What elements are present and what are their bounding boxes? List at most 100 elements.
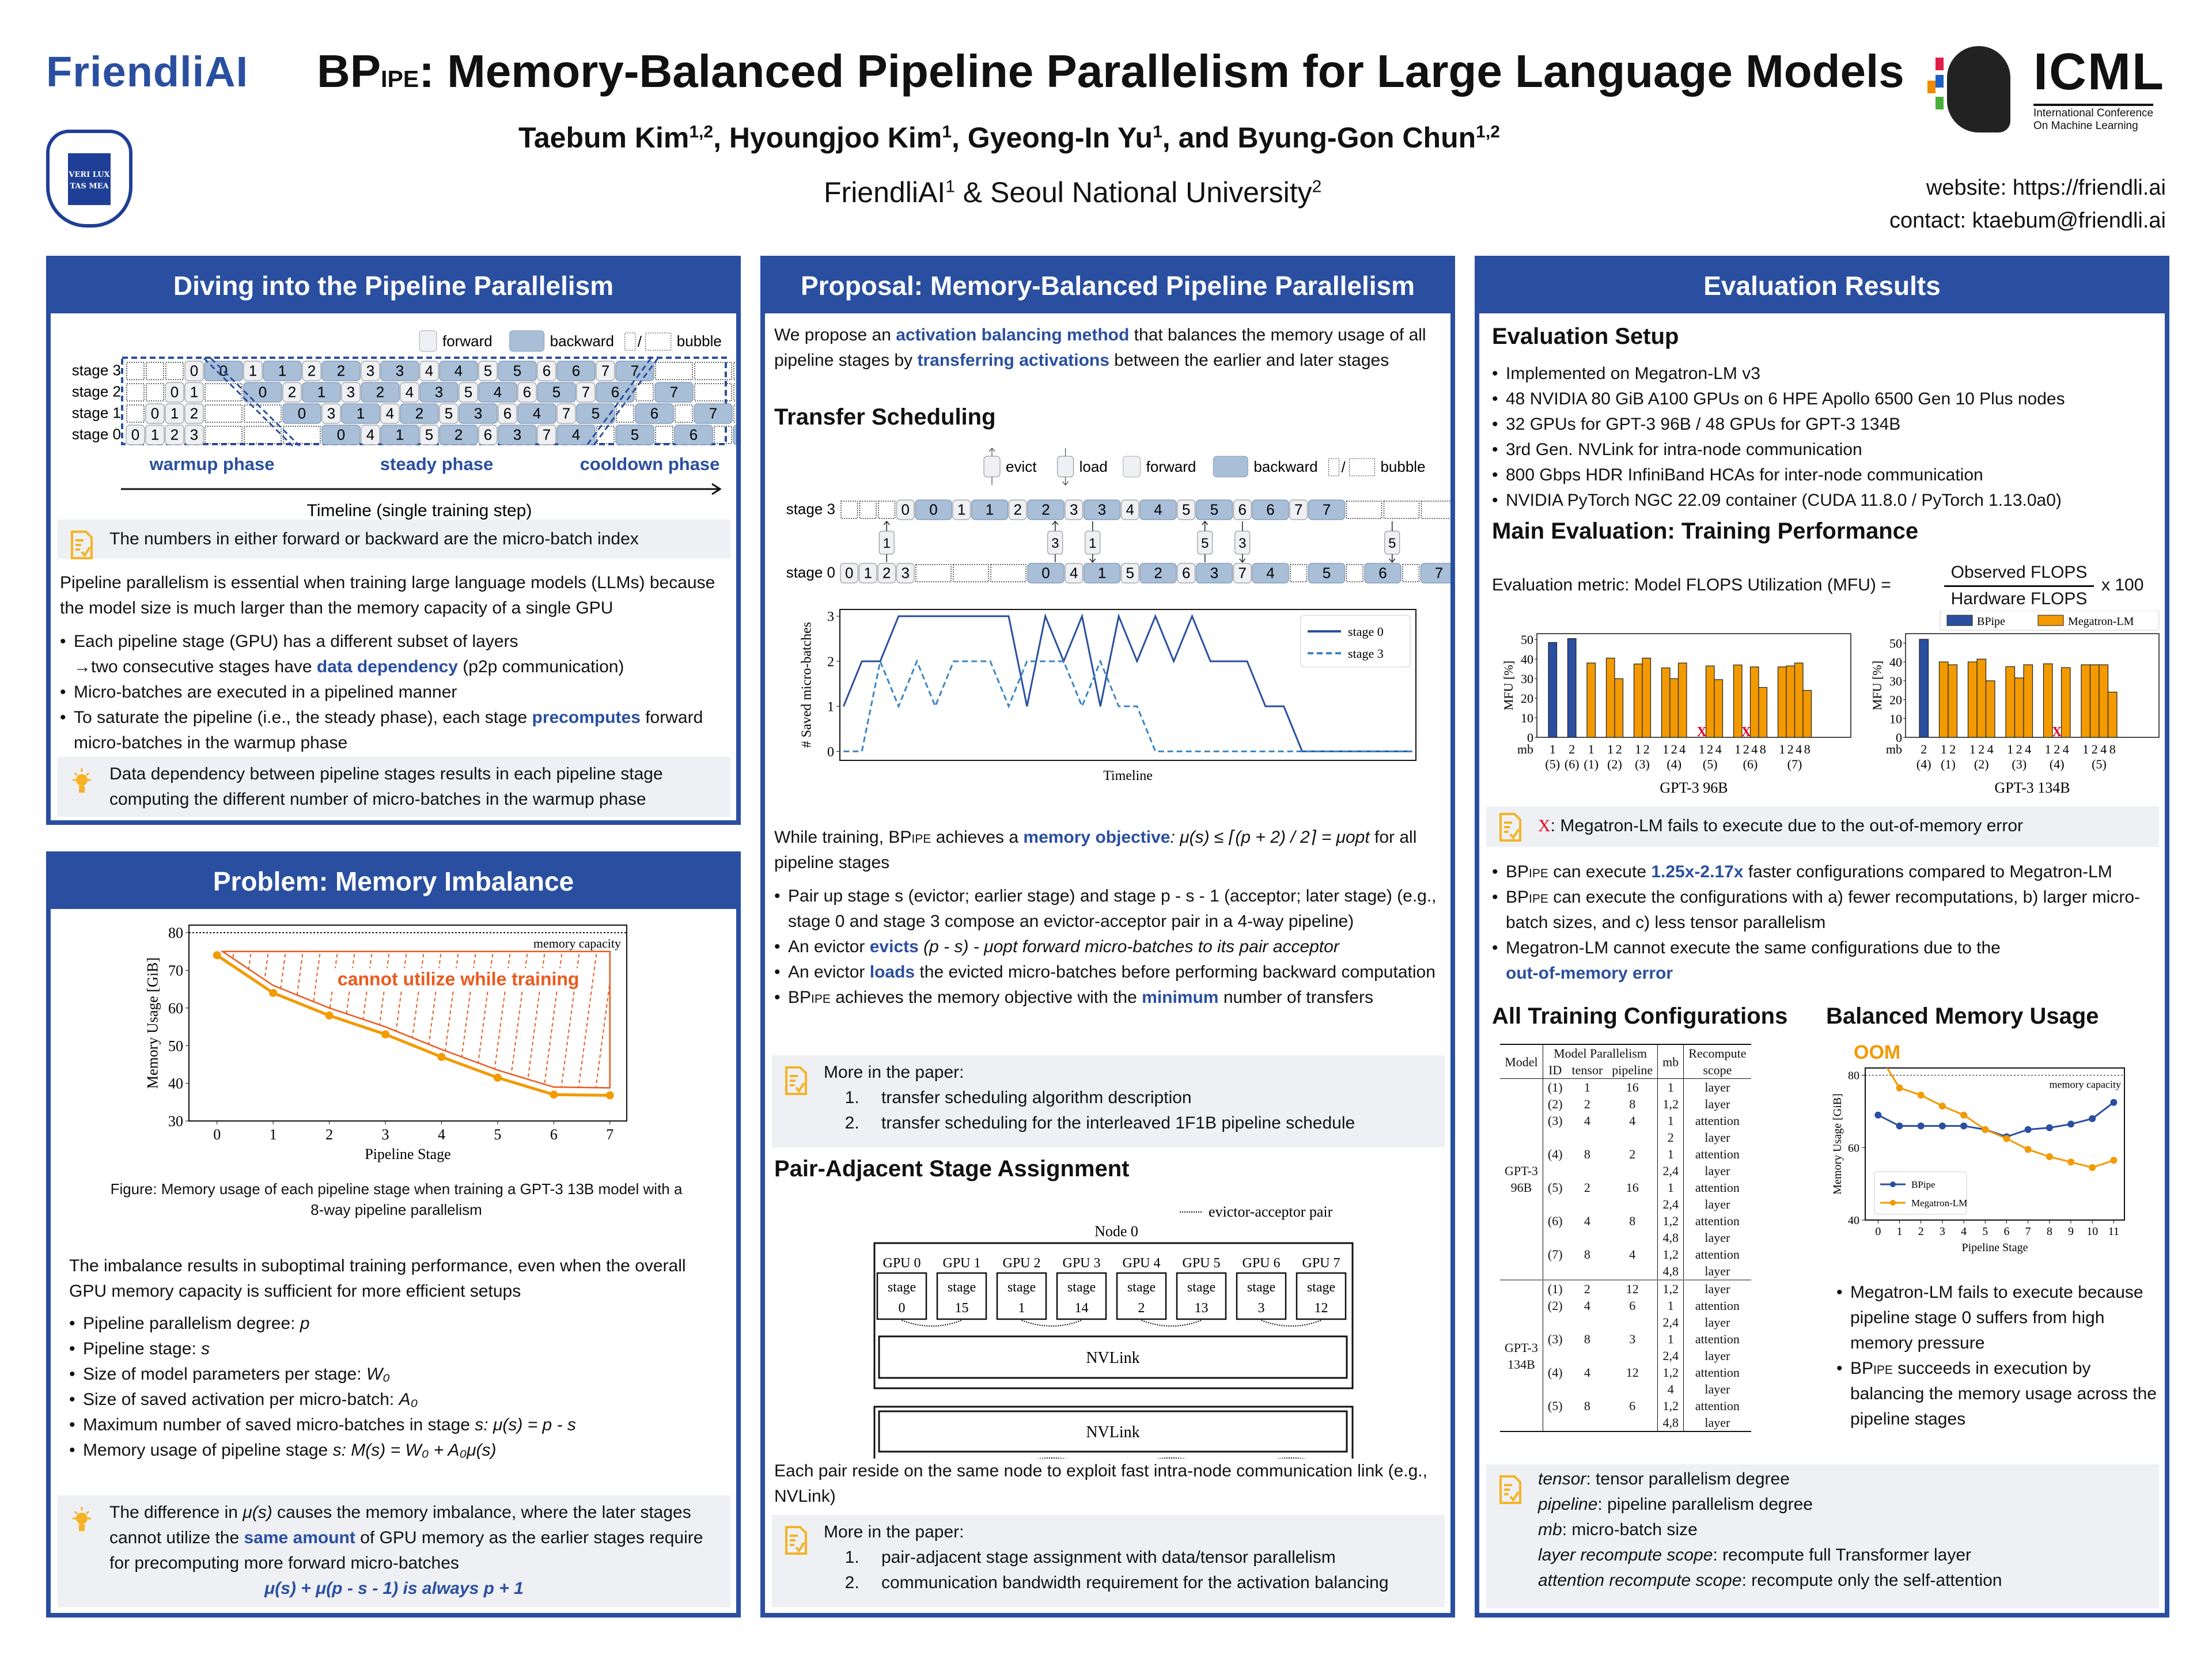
y-axis-label: MFU [%] <box>1501 661 1516 710</box>
legend-bpipe: BPipe <box>1977 615 2005 628</box>
stage-box <box>996 1272 1047 1320</box>
legend-bubble-swatch <box>1349 458 1375 476</box>
microbatch-index: 6 <box>690 426 698 444</box>
setup-item: 800 Gbps HDR InfiniBand HCAs for inter-n… <box>1492 463 2160 488</box>
microbatch-index: 4 <box>1154 501 1162 518</box>
microbatch-index: 5 <box>1126 565 1134 582</box>
backward-cell <box>1027 499 1065 520</box>
tip-text: The difference in μ(s) causes the memory… <box>109 1503 703 1573</box>
hatch-line <box>279 951 304 1089</box>
pair-text: Each pair reside on the same node to exp… <box>774 1461 1427 1506</box>
bubble-cell <box>1402 564 1420 582</box>
table-cell: (5) <box>1547 1180 1563 1195</box>
mb-tick: 1 <box>1662 742 1669 756</box>
legend-evict-swatch <box>983 456 1001 478</box>
table-cell: attention <box>1695 1247 1740 1262</box>
bubble-cell <box>204 404 243 423</box>
table-cell <box>1567 1414 1608 1431</box>
evict-arrow-icon <box>988 448 995 452</box>
checklist-icon <box>1499 1475 1521 1504</box>
contact-email[interactable]: contact: ktaebum@friendli.ai <box>1889 209 2166 233</box>
backward-cell <box>596 382 635 403</box>
forward-cell <box>1289 499 1308 520</box>
stage-word: stage <box>1247 1280 1275 1295</box>
mb-tick: 2 <box>1707 742 1713 756</box>
microbatch-index: 5 <box>513 362 521 380</box>
table-cell: (3) <box>1547 1332 1563 1346</box>
oom-note-callout: X: Megatron-LM fails to execute due to t… <box>1486 806 2159 847</box>
oom-mark: X <box>1538 816 1551 835</box>
mb-tick: 1 <box>1969 742 1976 756</box>
hatch-line <box>245 951 270 1089</box>
forward-cell <box>1177 499 1196 520</box>
chart-title: GPT-3 96B <box>1660 779 1728 796</box>
bullet-item: Maximum number of saved micro-batches in… <box>69 1412 720 1438</box>
stage-box <box>1056 1272 1107 1320</box>
backward-cell <box>321 361 361 381</box>
evict-arrow-icon <box>1052 520 1059 525</box>
table-cell: layer <box>1705 1349 1730 1363</box>
data-point <box>1982 1126 1989 1133</box>
mb-tick: 2 <box>1616 742 1622 756</box>
y-tick-label: 30 <box>1521 672 1533 686</box>
mb-tick: 4 <box>2100 742 2107 756</box>
microbatch-index: 1 <box>396 426 404 444</box>
table-cell <box>1543 1381 1567 1397</box>
microbatch-index: 3 <box>190 426 198 444</box>
bubble-cell <box>859 501 877 519</box>
mb-tick: 2 <box>1643 742 1650 756</box>
bullet-item: BPipe can execute 1.25x-2.17x faster con… <box>1492 859 2166 885</box>
table-cell: 4,8 <box>1657 1414 1684 1431</box>
hatch-line <box>222 951 235 1089</box>
tip-callout: Data dependency between pipeline stages … <box>58 757 730 817</box>
data-point <box>2089 1164 2096 1171</box>
bullet-item: BPipe succeeds in execution by balancing… <box>1836 1356 2159 1432</box>
forward-cell <box>341 382 361 403</box>
y-tick-label: 50 <box>168 1037 183 1054</box>
megatron-bar <box>1786 665 1796 738</box>
timeline-label: Timeline (single training step) <box>307 501 532 520</box>
microbatch-index: 4 <box>454 362 463 380</box>
oom-label: OOM <box>1854 1041 1900 1063</box>
y-tick-label: 60 <box>168 1000 183 1017</box>
table-cell: attention <box>1695 1147 1740 1161</box>
table-cell <box>1607 1196 1658 1213</box>
legend-slash: / <box>1341 459 1346 476</box>
forward-cell <box>896 499 915 520</box>
stage-box <box>1116 1272 1167 1320</box>
more-in-paper-callout: More in the paper: transfer scheduling a… <box>772 1055 1445 1147</box>
table-cell: 8 <box>1584 1147 1590 1161</box>
forward-cell <box>361 425 380 445</box>
y-tick-label: 40 <box>1521 652 1533 666</box>
y-tick-label: 50 <box>1521 632 1533 647</box>
table-cell: 2,4 <box>1657 1162 1684 1179</box>
legend-label: load <box>1080 458 1108 475</box>
table-cell: 4 <box>1584 1214 1590 1228</box>
microbatch-index: 1 <box>278 362 286 380</box>
bubble-cell <box>878 501 896 519</box>
author-name: Hyoungjoo Kim <box>729 122 942 154</box>
bubble-cell <box>1290 564 1308 582</box>
backward-cell <box>1083 499 1121 520</box>
table-cell <box>1543 1263 1567 1280</box>
forward-cell <box>1177 563 1196 584</box>
data-point <box>1896 1084 1903 1092</box>
mb-tick: 1 <box>2045 742 2051 756</box>
microbatch-index: 4 <box>1070 565 1078 582</box>
table-cell: attention <box>1695 1399 1740 1413</box>
mb-tick: 1 <box>2007 742 2013 756</box>
memory-capacity-label: memory capacity <box>533 936 621 950</box>
load-arrow-icon <box>1389 558 1396 563</box>
megatron-bar <box>2061 667 2071 738</box>
transfer-label: 3 <box>1051 536 1059 551</box>
memory-objective-text: While training, BPipe achieves a memory … <box>774 828 1417 872</box>
legend-label: forward <box>1146 458 1196 475</box>
forward-cell <box>419 361 439 381</box>
website-link[interactable]: website: https://friendli.ai <box>1926 176 2166 200</box>
